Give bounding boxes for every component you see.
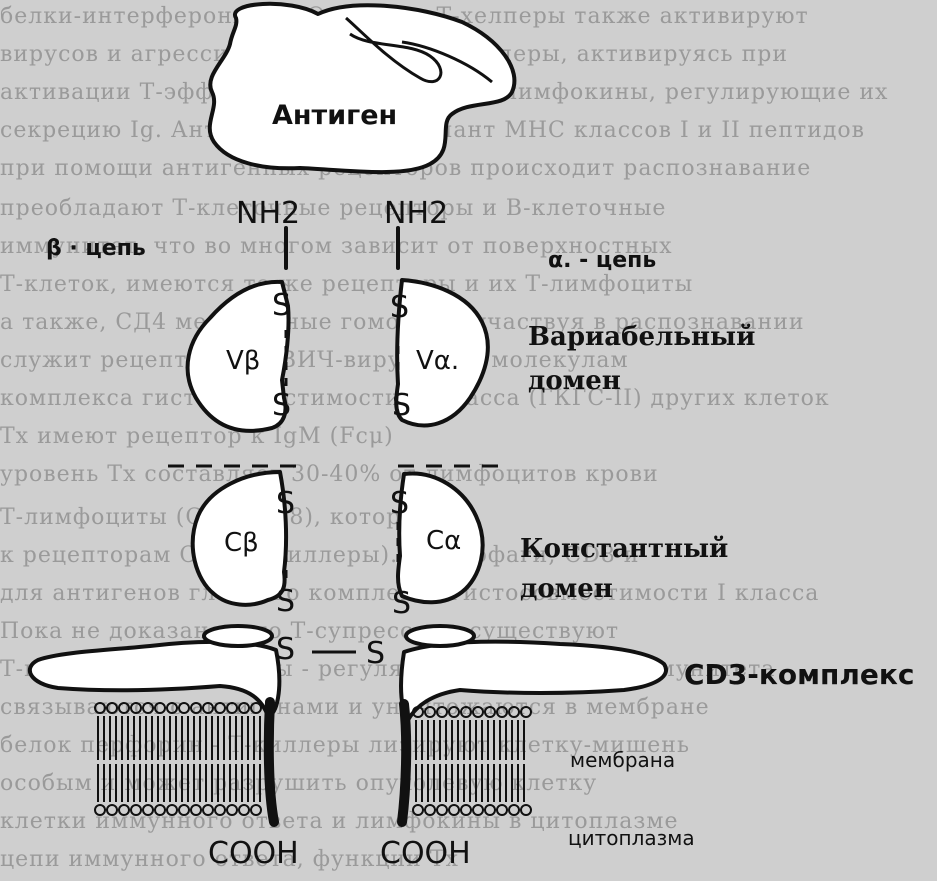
c-alpha-label: Cα (426, 526, 461, 556)
s-label-cbeta-top: S (276, 486, 295, 521)
c-beta-label: Cβ (224, 528, 259, 558)
s-label-valpha-bottom: S (392, 388, 411, 423)
s-label-interchain-left: S (276, 632, 295, 667)
membrane-outer-heads-right (413, 707, 531, 717)
cytoplasm-label: цитоплазма (568, 826, 695, 850)
c-beta-hinge (204, 626, 272, 646)
variable-domain-label-line2: домен (528, 366, 621, 396)
alpha-chain-label: α. - цепь (548, 248, 656, 273)
constant-domain-label-line1: Константный (520, 534, 728, 564)
variable-domain-label-line1: Вариабельный (528, 322, 755, 352)
s-label-calpha-top: S (390, 486, 409, 521)
s-label-interchain-right: S (366, 636, 385, 671)
c-alpha-hinge (406, 626, 474, 646)
membrane-inner-heads-left (95, 805, 261, 815)
membrane-inner-heads-right (413, 805, 531, 815)
antigen-label: Антиген (272, 100, 397, 131)
membrane-lipid-tails (98, 716, 524, 802)
beta-transmembrane (269, 702, 274, 822)
beta-chain-label: β · цепь (46, 236, 146, 261)
cooh-left-label: COOH (208, 836, 299, 871)
antigen-shape (210, 4, 515, 172)
cd3-complex-right (401, 642, 666, 720)
s-label-vbeta-bottom: S (272, 388, 291, 423)
s-label-valpha-top: S (390, 290, 409, 325)
cd3-complex-left (30, 642, 279, 716)
alpha-transmembrane (402, 704, 406, 822)
s-label-vbeta-top: S (272, 288, 291, 323)
v-beta-label: Vβ (226, 346, 260, 376)
membrane-outer-heads-left (95, 703, 261, 713)
nh2-right-label: NH2 (384, 196, 448, 231)
s-label-calpha-bottom: S (392, 586, 411, 621)
cooh-right-label: COOH (380, 836, 471, 871)
v-alpha-label: Vα. (416, 346, 459, 376)
nh2-left-label: NH2 (236, 196, 300, 231)
s-label-cbeta-bottom: S (276, 584, 295, 619)
constant-domain-label-line2: домен (520, 574, 613, 604)
membrane-label: мембрана (570, 748, 675, 772)
cd3-complex-label: CD3-комплекс (684, 658, 914, 691)
